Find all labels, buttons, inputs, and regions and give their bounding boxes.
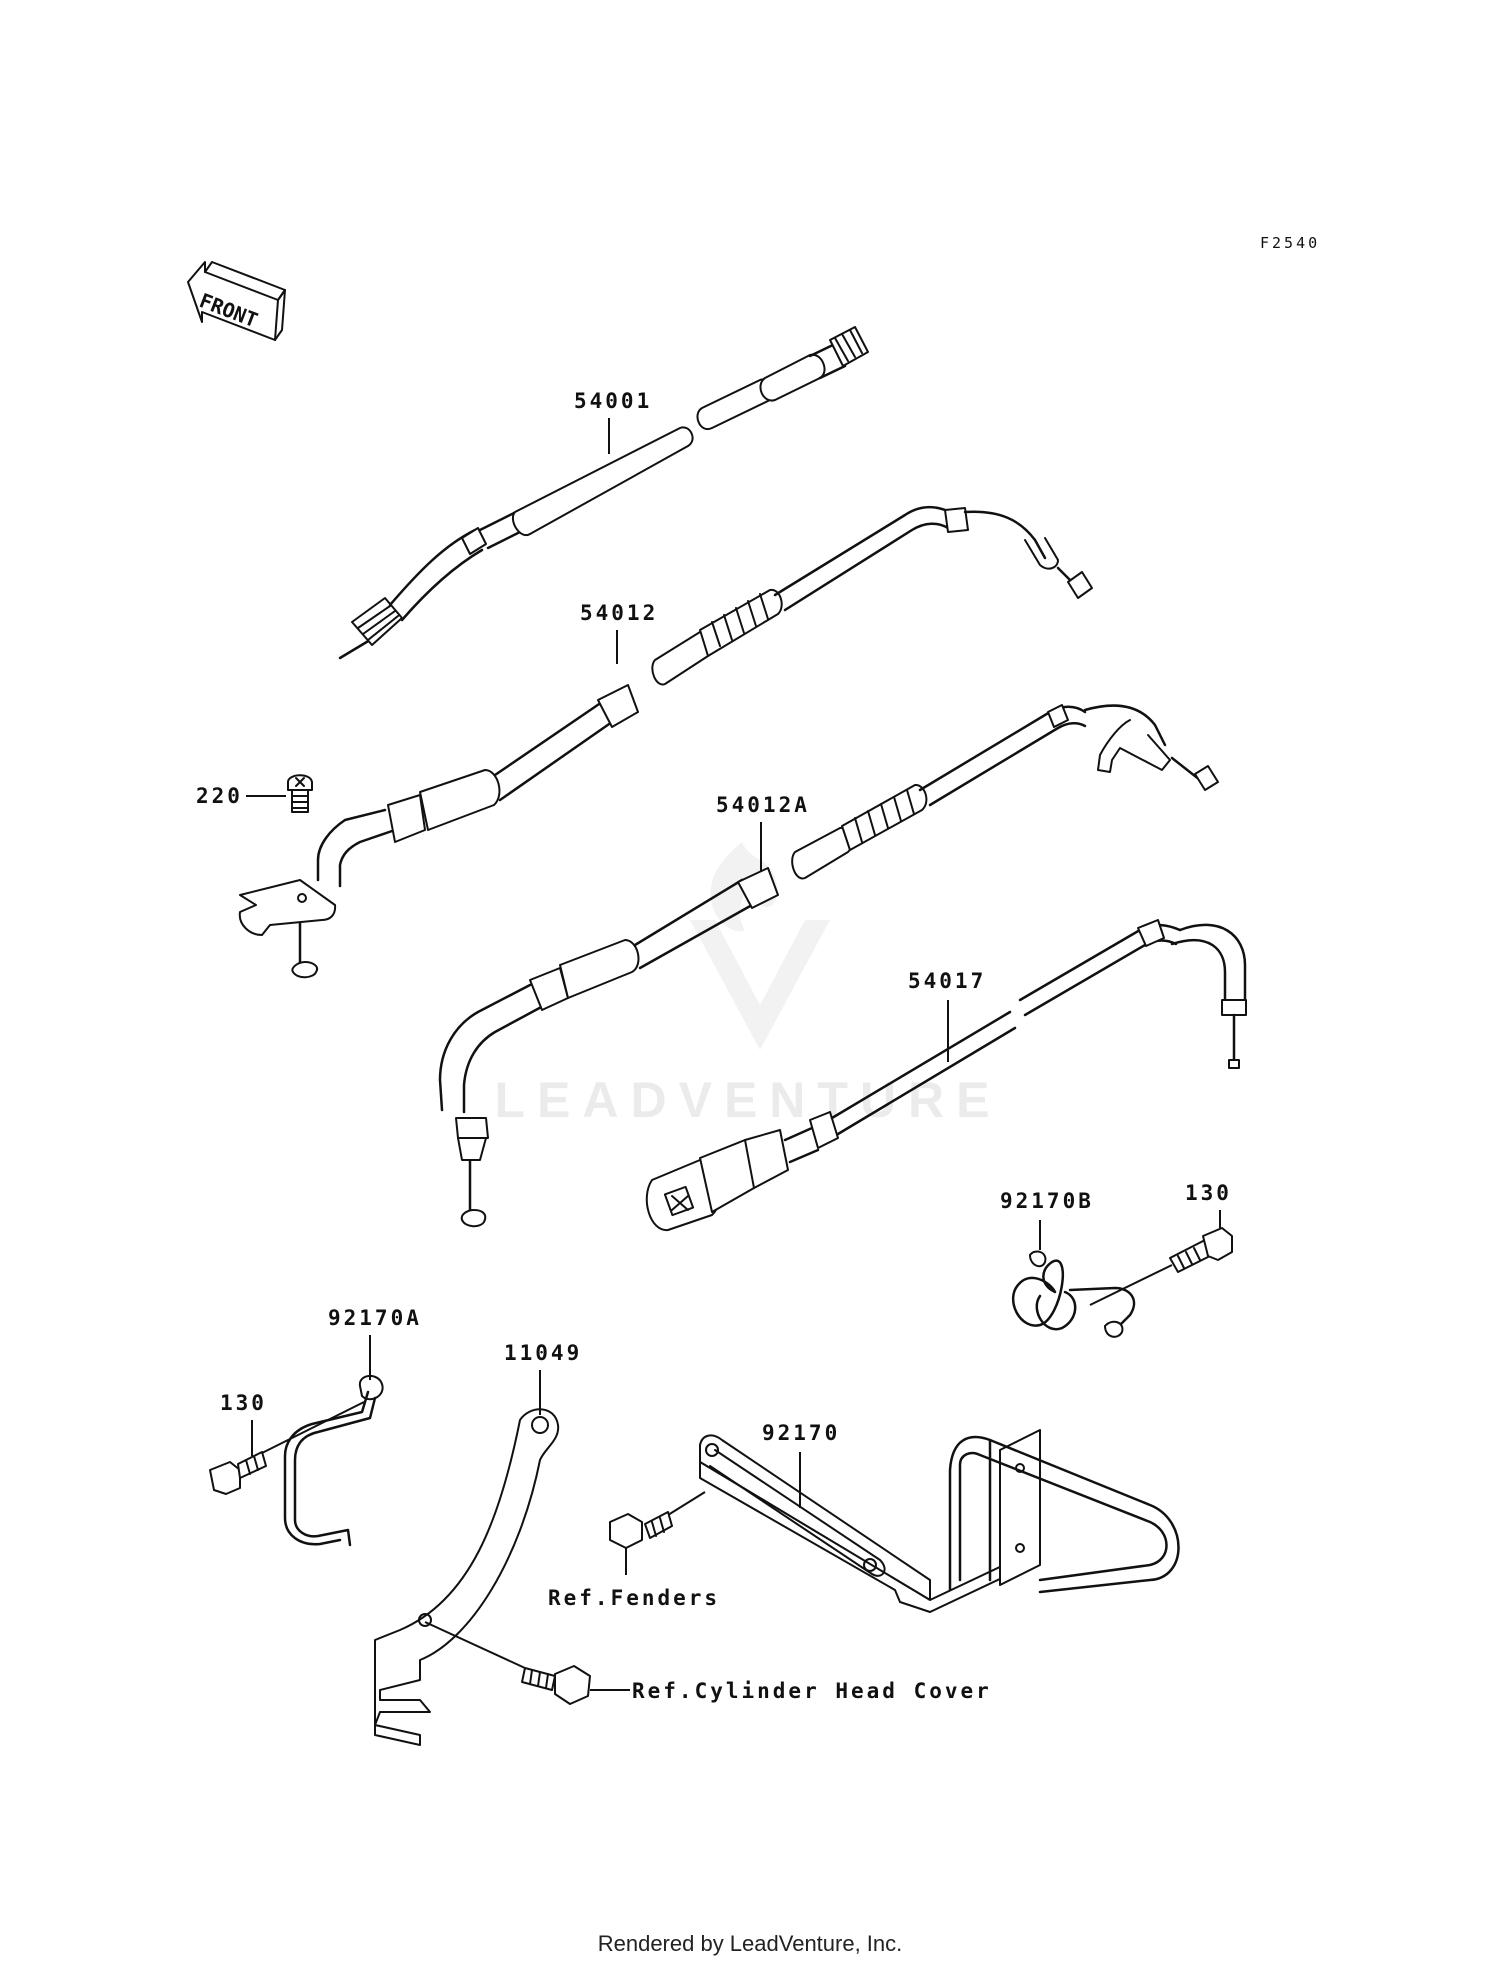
part-130-bolt-right: 130: [1169, 1181, 1233, 1273]
part-54012A-choke-cable: 54012A: [438, 704, 1219, 1228]
label-54001: 54001: [574, 389, 652, 413]
label-130-left: 130: [220, 1391, 267, 1415]
bolt-fenders: Ref.Fenders: [548, 1491, 720, 1610]
label-220: 220: [196, 784, 243, 808]
ref-fenders: Ref.Fenders: [548, 1586, 720, 1610]
watermark-text: LEADVENTURE: [494, 1072, 1001, 1128]
part-220-screw: 220: [196, 774, 313, 813]
label-54012A: 54012A: [716, 793, 810, 817]
part-11049-bracket: 11049: [374, 1341, 582, 1746]
leader-bolt-92170A: [257, 1401, 365, 1456]
footer-credit: Rendered by LeadVenture, Inc.: [598, 1931, 903, 1956]
label-54017: 54017: [908, 969, 986, 993]
leader-bolt-11049: [424, 1621, 526, 1669]
label-92170B: 92170B: [1000, 1189, 1094, 1213]
diagram-code: F2540: [1260, 234, 1320, 252]
label-92170A: 92170A: [328, 1306, 422, 1330]
bolt-cylinder-head-cover: Ref.Cylinder Head Cover: [521, 1665, 992, 1705]
part-92170B-clamp: 92170B: [1000, 1189, 1173, 1338]
label-92170: 92170: [762, 1421, 840, 1445]
part-130-bolt-left: 130: [209, 1391, 267, 1495]
part-54017-choke-knob-cable: 54017: [645, 919, 1247, 1232]
label-130-right: 130: [1185, 1181, 1232, 1205]
leader-bolt-92170B: [1089, 1264, 1173, 1306]
front-arrow-icon: FRONT: [187, 261, 286, 341]
label-11049: 11049: [504, 1341, 582, 1365]
part-92170-bracket: 92170: [699, 1421, 1180, 1613]
part-54012-throttle-cable: 54012: [238, 505, 1093, 979]
ref-cylinder-head-cover: Ref.Cylinder Head Cover: [632, 1679, 992, 1703]
part-92170A-clamp: 92170A: [257, 1306, 422, 1547]
watermark-logo: LEADVENTURE: [494, 842, 1001, 1128]
label-54012: 54012: [580, 601, 658, 625]
part-54001-speedometer-cable: 54001: [338, 326, 869, 660]
